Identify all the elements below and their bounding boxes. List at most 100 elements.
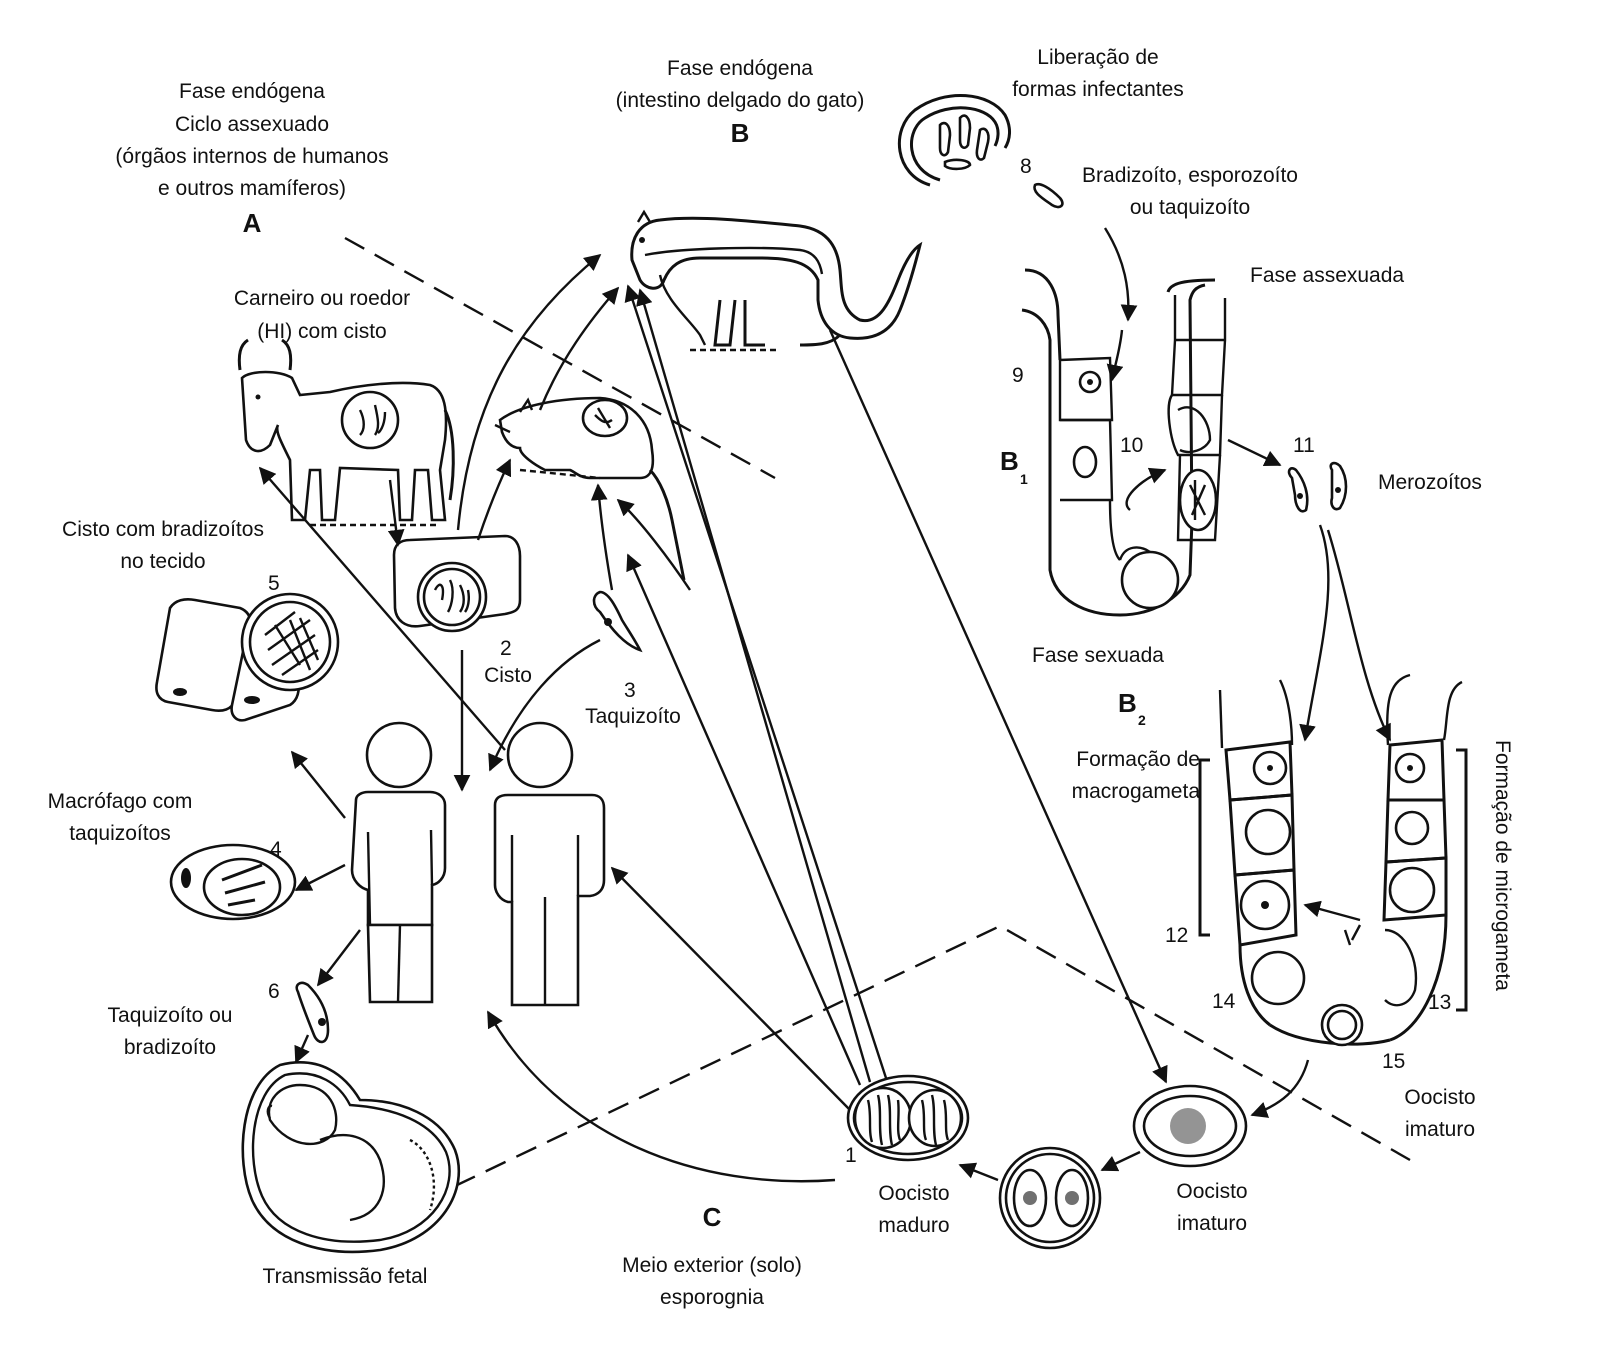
- rat-illustration: [494, 396, 686, 581]
- intestine-b2-illustration: [1198, 673, 1468, 1047]
- arrow-cow-to-cyst: [387, 479, 405, 547]
- arrow-oocyst-to-rat: [626, 553, 862, 1086]
- macrofago-line-2: taquizoítos: [69, 822, 171, 845]
- b1-label: B 1: [1000, 446, 1028, 487]
- cisto-bradizoitos-line-1: Cisto com bradizoítos: [62, 518, 264, 541]
- arrow-tachyzoite-to-human: [488, 638, 601, 772]
- step-5-number: 5: [268, 572, 280, 595]
- fetus-illustration: [241, 1061, 461, 1254]
- arrow-merozoite-to-macrogameta: [1299, 524, 1330, 742]
- b1-subscript: 1: [1020, 471, 1028, 487]
- arrow-immature-to-sporulating: [1100, 1150, 1141, 1172]
- arrow-oocyst-to-cat-1: [636, 288, 872, 1083]
- arrow-merozoite-to-microgameta: [1326, 529, 1392, 742]
- arrow-human-to-zoite: [316, 929, 361, 987]
- liberacao-label: Liberação de formas infectantes: [1012, 46, 1184, 101]
- arrow-intestine-to-oocyst: [1250, 1059, 1310, 1118]
- step-10-number: 10: [1120, 434, 1143, 457]
- oocisto-imaturo-label-bottom: Oocisto imaturo: [1176, 1180, 1247, 1235]
- cow-illustration: [237, 338, 455, 527]
- liberacao-line-2: formas infectantes: [1012, 78, 1184, 101]
- bradizoito-line-2: ou taquizoíto: [1130, 196, 1250, 219]
- region-a-header: Fase endógena Ciclo assexuado (órgãos in…: [115, 80, 388, 238]
- oocisto-maduro-label: Oocisto maduro: [878, 1182, 949, 1237]
- b2-letter: B: [1118, 688, 1137, 718]
- formacao-macrogameta-label: Formação de macrogameta: [1072, 748, 1201, 803]
- arrow-sporulating-to-mature: [958, 1162, 999, 1182]
- merozoite-icon-2: [1329, 461, 1348, 511]
- oocyst-wall-illustration: [898, 93, 1064, 209]
- cisto-bradizoitos-line-2: no tecido: [120, 550, 205, 573]
- zoite-6-icon: [295, 981, 330, 1044]
- arrow-oocyst-to-human-male: [610, 866, 851, 1111]
- oocisto-imaturo-1-line-2: imaturo: [1177, 1212, 1247, 1235]
- tachyzoite-3-nucleus: [604, 618, 612, 626]
- transmissao-fetal-label: Transmissão fetal: [263, 1265, 428, 1288]
- region-a-letter: A: [243, 208, 262, 238]
- merozoite-2-nucleus: [1335, 487, 1341, 493]
- merozoite-1-nucleus: [1297, 493, 1303, 499]
- b2-subscript: 2: [1138, 712, 1146, 728]
- step-1-number: 1: [845, 1144, 857, 1167]
- zoite-6-nucleus: [318, 1018, 326, 1026]
- step-12-number: 12: [1165, 924, 1188, 947]
- oocisto-imaturo-label-right: Oocisto imaturo: [1404, 1086, 1475, 1141]
- region-b-line-2: (intestino delgado do gato): [616, 89, 865, 112]
- macrophage-illustration: [169, 843, 297, 921]
- taquizoito-label: Taquizoíto: [585, 705, 681, 728]
- bradizoito-esporozoito-label: Bradizoíto, esporozoíto ou taquizoíto: [1082, 164, 1298, 219]
- merozoitos-label: Merozoítos: [1378, 471, 1482, 494]
- boundary-a-b: [344, 236, 776, 480]
- step-6-number: 6: [268, 980, 280, 1003]
- cat-illustration: [630, 209, 923, 352]
- oocyst-sporulating-illustration: [998, 1146, 1102, 1250]
- taquizoito-ou-line-1: Taquizoíto ou: [108, 1004, 233, 1027]
- oocisto-imaturo-2-line-1: Oocisto: [1404, 1086, 1475, 1109]
- step-13-number: 13: [1428, 991, 1451, 1014]
- region-a-line-4: e outros mamíferos): [158, 177, 346, 200]
- macrogameta-line-2: macrogameta: [1072, 780, 1201, 803]
- step-3-number: 3: [624, 679, 636, 702]
- oocisto-maduro-line-1: Oocisto: [878, 1182, 949, 1205]
- arrow-to-merozoites: [1227, 438, 1282, 467]
- human-male-figure: [493, 721, 606, 1007]
- boundary-c: [454, 924, 1411, 1188]
- arrow-tachyzoite-to-rat: [590, 483, 614, 591]
- arrow-zoite-to-intestine: [1103, 227, 1138, 322]
- macrofago-label: Macrófago com taquizoítos: [48, 790, 193, 845]
- arrow-human-to-cow: [258, 466, 506, 751]
- human-female-figure: [350, 721, 447, 1004]
- cycle-arrows: [258, 227, 1392, 1183]
- carneiro-line-2: (HI) com cisto: [257, 320, 387, 343]
- arrow-zoite-to-fetus: [294, 1034, 310, 1064]
- macrofago-line-1: Macrófago com: [48, 790, 193, 813]
- step-14-number: 14: [1212, 990, 1236, 1013]
- step-8-number: 8: [1020, 155, 1032, 178]
- oocyst-immature-illustration: [1132, 1084, 1248, 1168]
- region-a-line-3: (órgãos internos de humanos: [115, 145, 388, 168]
- oocisto-maduro-line-2: maduro: [878, 1214, 949, 1237]
- arrow-microgamete-to-macrogamete: [1303, 900, 1361, 922]
- microgameta-bracket: [1456, 748, 1468, 1012]
- region-a-line-1: Fase endógena: [179, 80, 325, 103]
- macrogameta-bracket: [1198, 758, 1210, 937]
- arrow-rat-tail-to-rat: [616, 498, 691, 591]
- bradizoito-line-1: Bradizoíto, esporozoíto: [1082, 164, 1298, 187]
- tissue-cyst-illustration: [392, 534, 522, 633]
- region-c-header: C Meio exterior (solo) esporognia: [622, 1202, 802, 1309]
- arrow-cyst-to-cat: [456, 253, 602, 531]
- arrow-to-cell-9: [1106, 329, 1124, 382]
- cisto-bradizoitos-label: Cisto com bradizoítos no tecido: [62, 518, 264, 573]
- arrow-cyst-to-rat: [476, 458, 512, 541]
- arrow-oocyst-to-human-curve: [486, 1010, 836, 1183]
- step-2-number: 2: [500, 637, 512, 660]
- merozoite-icon-1: [1287, 467, 1309, 513]
- region-c-line-2: esporognia: [660, 1286, 764, 1309]
- arrow-human-to-macrophage: [294, 863, 346, 892]
- intestine-b1-illustration: [1021, 268, 1227, 617]
- b1-letter: B: [1000, 446, 1019, 476]
- region-a-line-2: Ciclo assexuado: [175, 113, 329, 136]
- cyst-bradyzoites-illustration: [155, 592, 340, 722]
- oocisto-imaturo-1-line-1: Oocisto: [1176, 1180, 1247, 1203]
